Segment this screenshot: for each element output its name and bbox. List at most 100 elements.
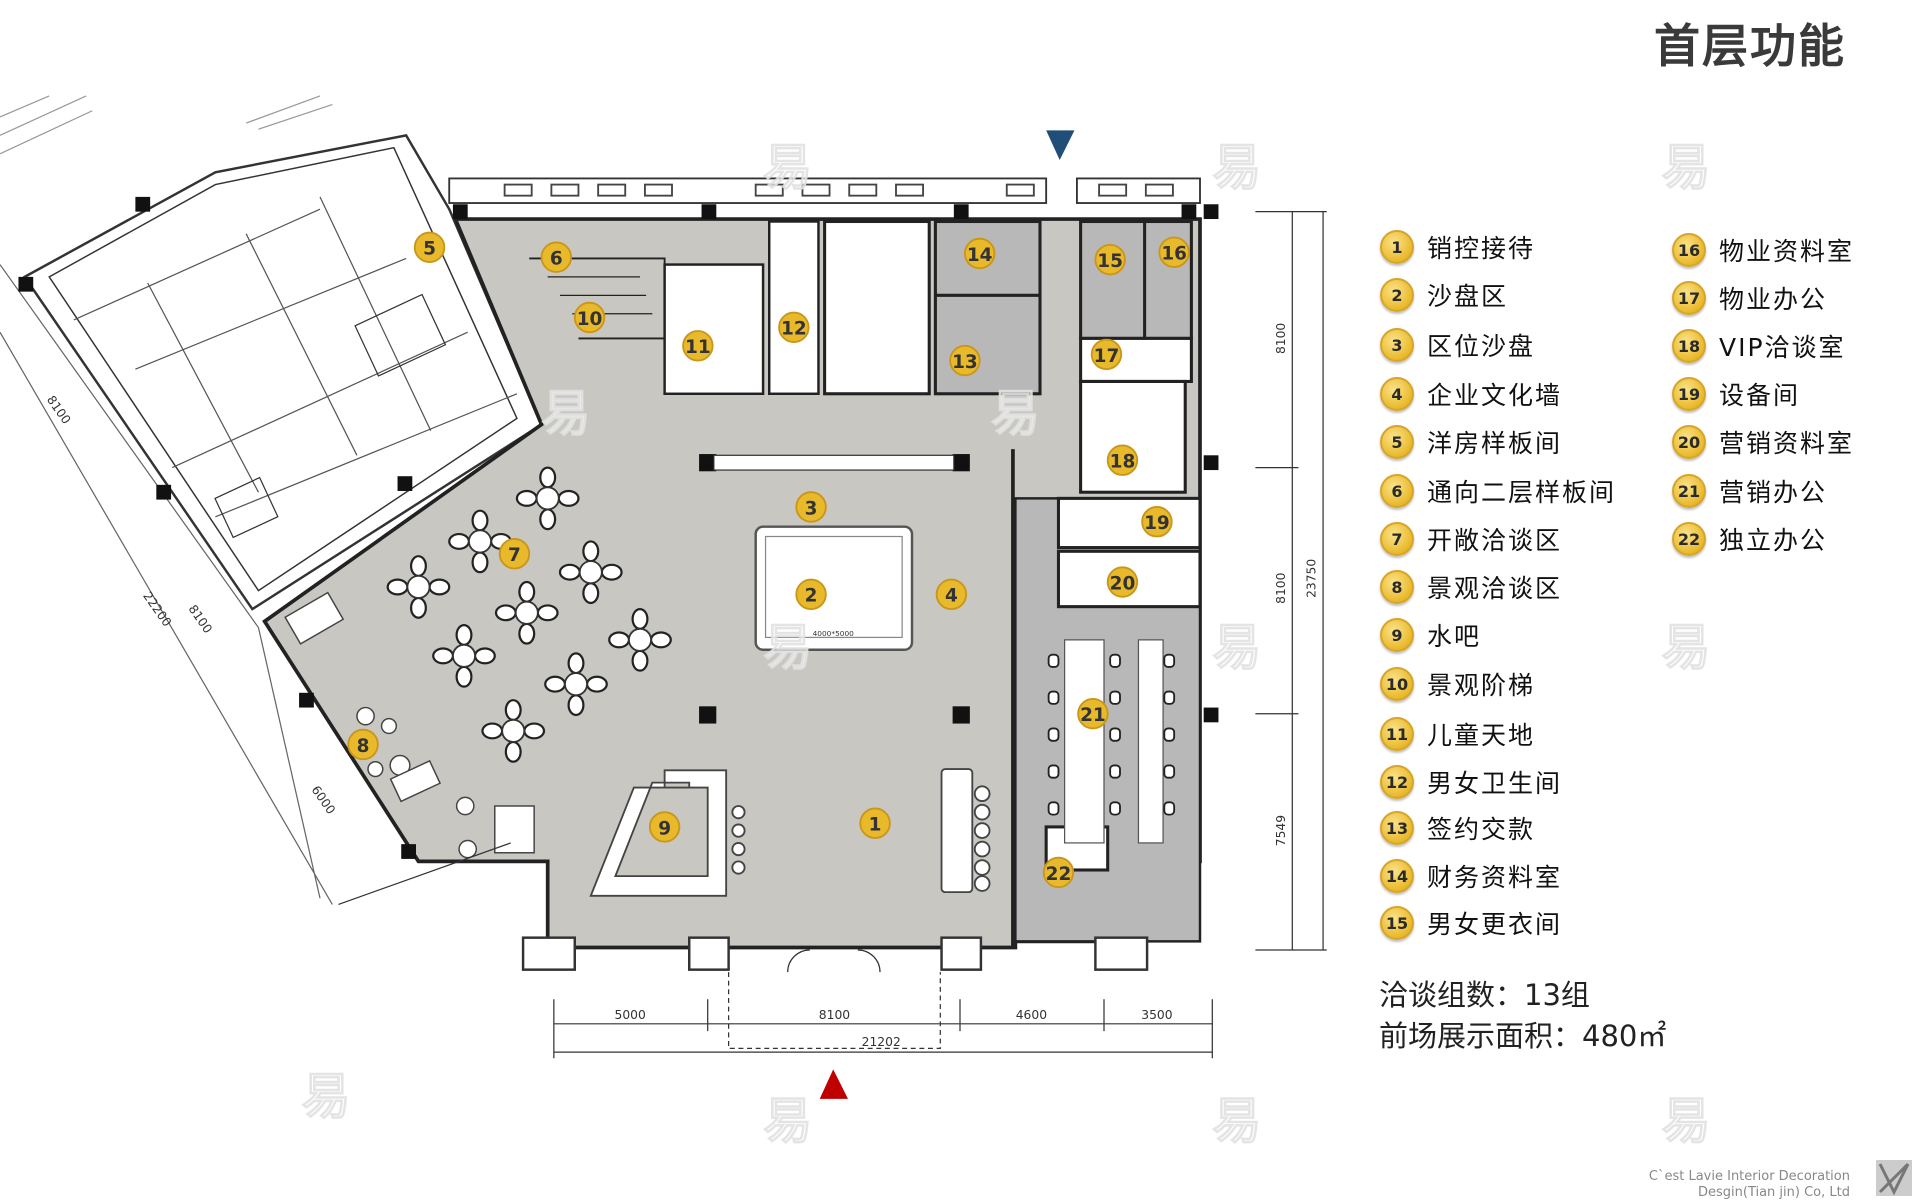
marker-circle	[859, 807, 891, 839]
dimension-lines	[338, 211, 1327, 1059]
marker-number: 6	[550, 249, 563, 270]
round-table	[514, 600, 539, 625]
number-badge-icon: 15	[1380, 906, 1414, 940]
table-cluster	[608, 608, 672, 672]
chair	[518, 580, 536, 603]
marker-circle	[648, 811, 681, 843]
marker-circle	[1042, 856, 1075, 889]
marker-circle	[682, 330, 714, 362]
marker-number: 17	[1094, 346, 1120, 367]
legend-label: 开敞洽谈区	[1427, 526, 1563, 555]
room-marker: 1	[859, 807, 891, 839]
chair	[473, 647, 496, 665]
legend-label: 销控接待	[1427, 234, 1536, 263]
marker-number: 14	[967, 245, 993, 266]
marker-number: 18	[1110, 452, 1136, 473]
marker-circle	[347, 728, 379, 761]
legend-label: VIP洽谈室	[1719, 333, 1846, 362]
number-badge-icon: 21	[1672, 474, 1706, 508]
chair	[539, 466, 557, 489]
dim-left-1: 8100	[44, 393, 73, 427]
chair	[471, 551, 489, 574]
chair	[539, 508, 557, 531]
room-marker: 11	[682, 330, 714, 362]
sandbox-size-label: 4000*5000	[813, 629, 855, 638]
legend-label: 洋房样板间	[1427, 429, 1563, 458]
marker-circle	[935, 578, 968, 611]
marker-circle	[498, 538, 531, 570]
round-table	[406, 574, 431, 599]
number-badge-icon: 22	[1672, 522, 1706, 556]
number-badge-icon: 14	[1380, 859, 1414, 893]
number-badge-icon: 11	[1380, 717, 1414, 751]
room-marker: 12	[778, 311, 810, 344]
room-marker: 17	[1090, 338, 1123, 371]
legend-label: 设备间	[1719, 381, 1801, 410]
number-badge-icon: 8	[1380, 570, 1414, 604]
round-table	[535, 486, 560, 511]
svg-text:易: 易	[302, 1068, 351, 1126]
legend-label: 男女更衣间	[1427, 910, 1563, 939]
marker-circle	[778, 311, 810, 344]
marker-circle	[795, 578, 827, 611]
marker-number: 3	[805, 498, 818, 519]
marker-number: 1	[869, 815, 882, 836]
chair	[631, 649, 649, 672]
dim-left-3: 6000	[309, 783, 338, 817]
dim-left-total: 22200	[140, 589, 174, 629]
dim-right-1: 8100	[1274, 323, 1288, 354]
dim-left-2: 8100	[185, 602, 214, 636]
marker-circle	[1106, 444, 1139, 476]
chair	[518, 622, 536, 645]
chair	[600, 563, 623, 581]
north-entrance-arrow-icon	[1046, 130, 1075, 160]
number-badge-icon: 6	[1380, 474, 1414, 508]
room-marker: 3	[795, 491, 827, 523]
dim-bottom-4: 3500	[1141, 1008, 1172, 1022]
main-entrance-arrow-icon	[819, 1069, 848, 1099]
svg-text:易: 易	[991, 385, 1040, 443]
marker-number: 5	[423, 239, 436, 260]
number-badge-icon: 18	[1672, 329, 1706, 363]
legend-label: 独立办公	[1719, 526, 1828, 555]
legend-item: 19 设备间	[1672, 374, 1800, 414]
chair	[428, 578, 451, 596]
room-marker: 5	[413, 231, 446, 264]
marker-circle	[1106, 566, 1139, 598]
marker-circle	[964, 237, 996, 270]
room-marker: 7	[498, 538, 531, 570]
chair	[536, 604, 559, 622]
south-facade	[521, 936, 1149, 973]
room-marker: 15	[1094, 243, 1126, 276]
room-marker: 9	[648, 811, 681, 843]
company-credit-line2: Desgin(Tian jin) Co, Ltd	[1697, 1185, 1850, 1200]
number-badge-icon: 4	[1380, 377, 1414, 411]
number-badge-icon: 19	[1672, 377, 1706, 411]
marker-number: 9	[658, 818, 671, 839]
legend-label: 营销办公	[1719, 478, 1828, 507]
marker-circle	[795, 491, 827, 523]
marker-number: 12	[781, 319, 807, 340]
legend-label: 儿童天地	[1427, 721, 1536, 750]
room-marker: 14	[964, 237, 996, 270]
chair	[409, 555, 427, 577]
marker-circle	[1141, 506, 1173, 538]
round-table	[468, 529, 492, 554]
number-badge-icon: 7	[1380, 522, 1414, 556]
legend-label: 通向二层样板间	[1427, 478, 1617, 507]
svg-text:易: 易	[542, 385, 591, 443]
display-area-stat: 前场展示面积：480㎡	[1379, 1019, 1667, 1053]
marker-number: 15	[1097, 251, 1123, 272]
chair	[504, 740, 522, 763]
marker-number: 2	[805, 586, 818, 607]
legend-item: 15 男女更衣间	[1380, 903, 1562, 943]
chair	[567, 652, 585, 675]
columns	[18, 196, 1219, 859]
chair	[608, 631, 631, 649]
marker-number: 22	[1046, 864, 1072, 885]
